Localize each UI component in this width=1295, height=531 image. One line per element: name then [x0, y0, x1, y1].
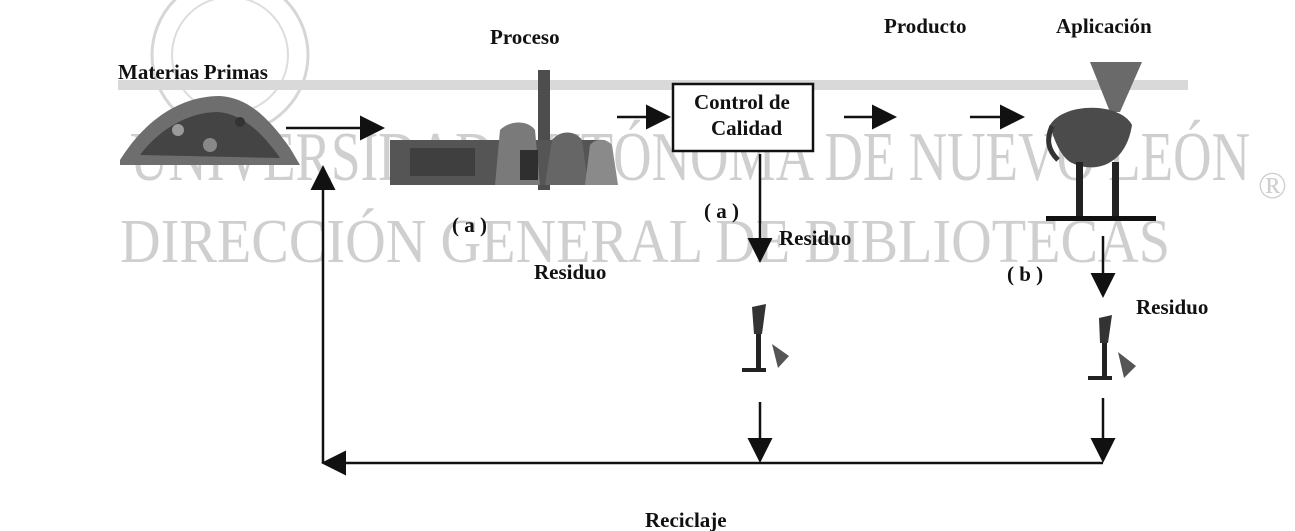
label-note-a-process: ( a ) [452, 213, 487, 237]
label-residuo-application: Residuo [1136, 295, 1208, 319]
registered-mark: ® [1258, 165, 1287, 207]
label-materias-primas: Materias Primas [118, 60, 268, 84]
watermark-seal-inner-ring [171, 0, 289, 114]
label-control-line-1: Control de [694, 90, 790, 114]
label-residuo-process: Residuo [534, 260, 606, 284]
label-control-line-2: Calidad [711, 116, 783, 140]
label-producto: Producto [884, 14, 966, 38]
watermark-band [118, 80, 1188, 90]
label-note-b: ( b ) [1007, 262, 1043, 286]
label-residuo-control: Residuo [779, 226, 851, 250]
ladle-crucible-icon [1046, 62, 1156, 221]
label-note-a-control: ( a ) [704, 199, 739, 223]
watermark-line-2: DIRECCIÓN GENERAL DE BIBLIOTECAS [120, 208, 1170, 276]
waste-disposal-icon-application [1088, 315, 1136, 380]
waste-disposal-icon-control [742, 304, 789, 372]
raw-material-pile-icon [120, 96, 300, 165]
factory-plant-icon [390, 70, 618, 190]
label-reciclaje: Reciclaje [645, 508, 727, 531]
label-proceso: Proceso [490, 25, 560, 49]
label-aplicacion: Aplicación [1056, 14, 1152, 38]
quality-control-box [671, 82, 815, 153]
